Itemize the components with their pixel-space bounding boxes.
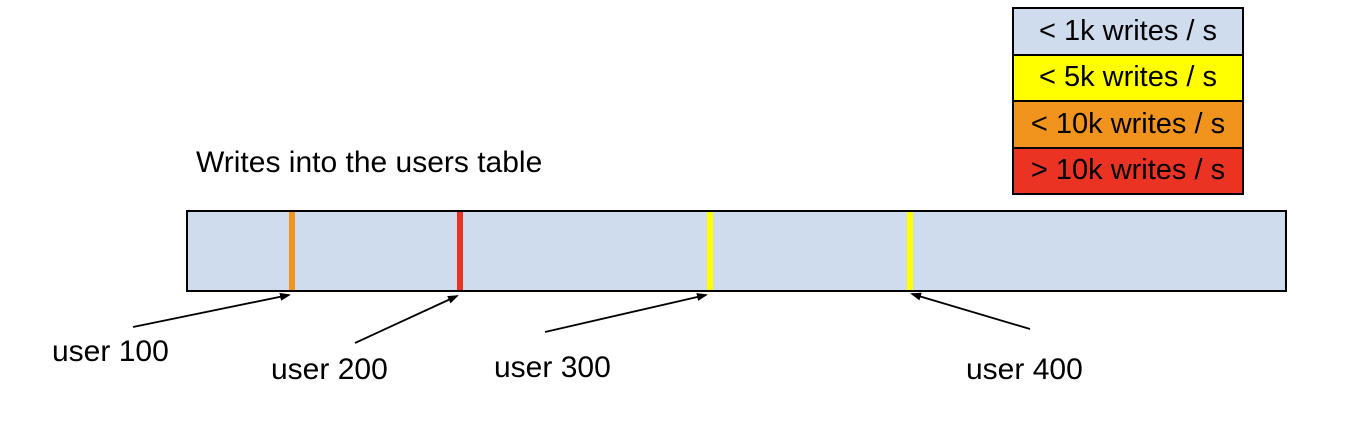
legend-item-label: < 5k writes / s bbox=[1038, 61, 1218, 94]
user-100-label: user 100 bbox=[52, 335, 169, 368]
users-table-bar bbox=[186, 210, 1287, 292]
user-300-label: user 300 bbox=[494, 351, 611, 384]
arrow-user-200 bbox=[354, 295, 459, 344]
arrow-user-400 bbox=[910, 292, 1031, 330]
arrow-user-100 bbox=[132, 292, 291, 328]
user-400-label: user 400 bbox=[966, 353, 1083, 386]
write-rate-legend: < 1k writes / s < 5k writes / s < 10k wr… bbox=[1012, 7, 1244, 195]
hotspot-marker-user-300 bbox=[707, 212, 714, 290]
user-200-label: user 200 bbox=[271, 353, 388, 386]
hotspot-marker-user-200 bbox=[457, 212, 464, 290]
legend-item-gt-10k: > 10k writes / s bbox=[1014, 148, 1242, 193]
hotspot-marker-user-100 bbox=[289, 212, 296, 290]
arrow-user-300 bbox=[544, 293, 708, 333]
hotspot-marker-user-400 bbox=[906, 212, 913, 290]
diagram-title: Writes into the users table bbox=[196, 146, 543, 179]
legend-item-lt-1k: < 1k writes / s bbox=[1014, 9, 1242, 56]
legend-item-lt-5k: < 5k writes / s bbox=[1014, 55, 1242, 102]
legend-item-lt-10k: < 10k writes / s bbox=[1014, 102, 1242, 149]
legend-item-label: < 10k writes / s bbox=[1030, 107, 1226, 140]
legend-item-label: > 10k writes / s bbox=[1030, 154, 1226, 187]
legend-item-label: < 1k writes / s bbox=[1038, 14, 1218, 47]
